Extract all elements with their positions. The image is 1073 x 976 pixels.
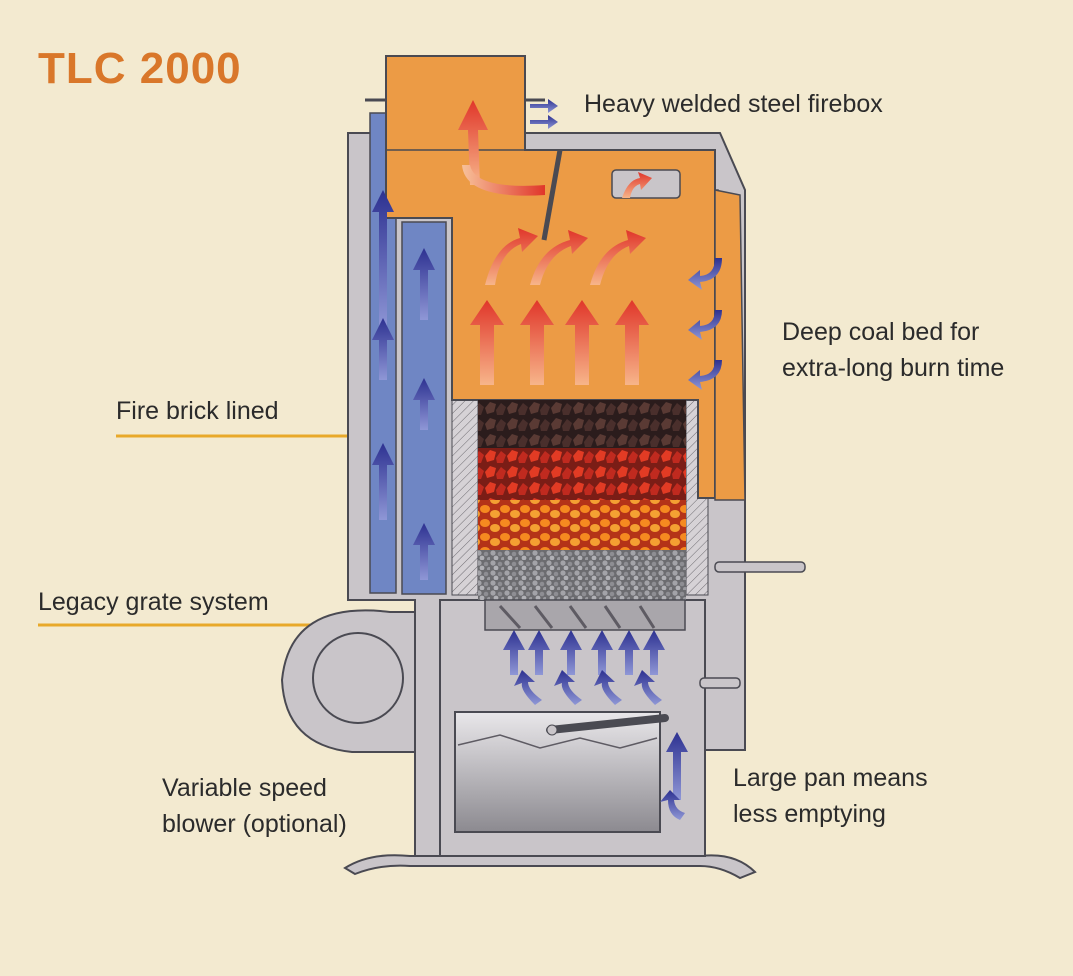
air-arrow [372,190,394,330]
air-arrow [514,670,542,705]
air-arrow [530,115,558,129]
air-arrow [594,670,622,705]
flame-arrow [590,230,646,285]
air-arrow [560,630,582,675]
coal-layer [478,400,686,448]
flame-arrows [458,100,652,385]
diagram-title: TLC 2000 [38,44,242,93]
air-arrow [660,790,685,820]
flame-arrow [622,172,652,198]
air-arrow [643,630,665,675]
flame-arrow [615,300,649,385]
air-arrow [413,248,435,320]
air-arrow [413,523,435,580]
firebox-right-wall [714,189,746,501]
grate-label: Legacy grate system [38,588,269,616]
pan-label-line2: less emptying [733,800,886,828]
air-arrow [372,318,394,380]
pan-label: Large pan means less emptying [733,760,928,832]
air-arrow [503,630,525,675]
ash-layer [478,550,686,600]
air-arrow [618,630,640,675]
blower [280,609,456,753]
air-arrow [528,630,550,675]
flame-arrow [530,230,588,285]
flame-arrow [485,228,538,285]
blower-label: Variable speed blower (optional) [162,770,347,842]
air-arrow [688,310,722,340]
air-arrow [688,258,722,290]
air-arrow [666,732,688,800]
fire-brick-label: Fire brick lined [116,397,279,425]
air-arrow [634,670,662,705]
fire-brick-lining-left [451,399,479,596]
coal-bed-label: Deep coal bed for extra-long burn time [782,314,1004,386]
flame-arrow [462,165,545,196]
air-arrow [554,670,582,705]
coal-bed-label-line2: extra-long burn time [782,354,1005,382]
firebox-label: Heavy welded steel firebox [584,90,883,118]
air-arrows [372,99,722,820]
blower-label-line1: Variable speed [162,774,327,802]
coal-bed-label-line1: Deep coal bed for [782,318,980,346]
stove-base [343,854,757,880]
shaker-handle [699,677,741,689]
flue-baffle [541,149,563,241]
flame-arrow [470,300,504,385]
ash-pan [454,711,661,833]
flame-arrow [520,300,554,385]
flame-arrow [565,300,599,385]
blower-label-line2: blower (optional) [162,810,347,838]
pan-label-line1: Large pan means [733,764,928,792]
air-arrow [372,443,394,520]
grate [484,599,686,631]
flame-arrow [458,100,488,185]
hot-coal-layer [478,448,686,500]
air-arrow [413,378,435,430]
air-arrow [591,630,613,675]
air-arrow [530,99,558,113]
door-lever [546,714,669,734]
damper-handle [714,561,806,573]
ember-layer [478,500,686,550]
air-arrow [688,360,722,390]
